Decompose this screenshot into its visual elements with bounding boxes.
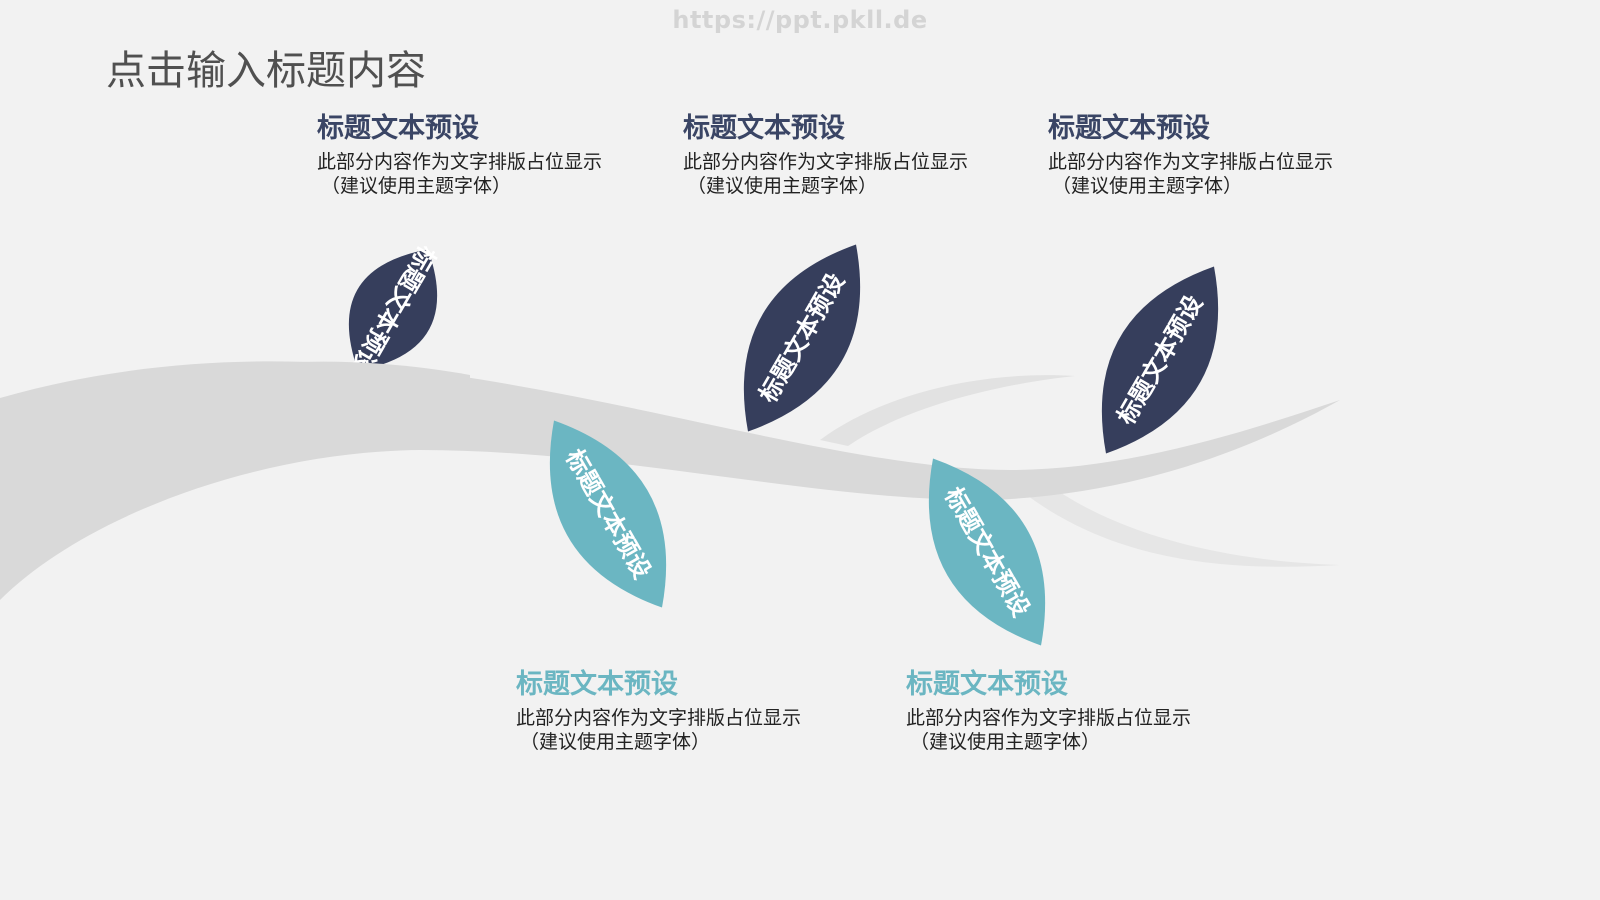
text-block-body: 此部分内容作为文字排版占位显示 （建议使用主题字体） xyxy=(516,706,816,754)
text-block-body-line: 此部分内容作为文字排版占位显示 xyxy=(516,707,802,729)
text-block-heading: 标题文本预设 xyxy=(317,113,479,144)
text-block-2[interactable]: 标题文本预设 此部分内容作为文字排版占位显示 （建议使用主题字体） xyxy=(516,668,816,754)
text-block-body: 此部分内容作为文字排版占位显示 （建议使用主题字体） xyxy=(317,150,617,198)
branch-overlap xyxy=(300,361,470,395)
leaf-2-shape xyxy=(549,420,667,608)
text-block-heading: 标题文本预设 xyxy=(906,669,1068,700)
text-block-3[interactable]: 标题文本预设 此部分内容作为文字排版占位显示 （建议使用主题字体） xyxy=(683,112,983,198)
text-block-1[interactable]: 标题文本预设 此部分内容作为文字排版占位显示 （建议使用主题字体） xyxy=(317,112,617,198)
leaf-3[interactable]: 标题文本预设 xyxy=(708,221,896,454)
text-block-5[interactable]: 标题文本预设 此部分内容作为文字排版占位显示 （建议使用主题字体） xyxy=(1048,112,1348,198)
leaf-4-shape xyxy=(928,458,1046,646)
leaf-5-shape xyxy=(1101,266,1219,454)
branch-twig-upper xyxy=(820,375,1075,446)
text-block-body: 此部分内容作为文字排版占位显示 （建议使用主题字体） xyxy=(1048,150,1348,198)
leaf-1-shape xyxy=(349,249,437,371)
text-block-note: （建议使用主题字体） xyxy=(1052,175,1243,197)
branch-main xyxy=(0,361,1340,600)
text-block-body-line: 此部分内容作为文字排版占位显示 xyxy=(683,151,969,173)
text-block-note: （建议使用主题字体） xyxy=(321,175,512,197)
text-block-heading: 标题文本预设 xyxy=(683,113,845,144)
text-block-4[interactable]: 标题文本预设 此部分内容作为文字排版占位显示 （建议使用主题字体） xyxy=(906,668,1206,754)
text-block-body-line: 此部分内容作为文字排版占位显示 xyxy=(317,151,603,173)
text-block-body: 此部分内容作为文字排版占位显示 （建议使用主题字体） xyxy=(683,150,983,198)
page-title[interactable]: 点击输入标题内容 xyxy=(106,48,426,94)
text-block-note: （建议使用主题字体） xyxy=(520,731,711,753)
leaf-3-shape xyxy=(743,244,861,432)
watermark-url: https://ppt.pkll.de xyxy=(672,6,928,34)
text-block-body-line: 此部分内容作为文字排版占位显示 xyxy=(1048,151,1334,173)
text-block-note: （建议使用主题字体） xyxy=(687,175,878,197)
text-block-heading: 标题文本预设 xyxy=(1048,113,1210,144)
text-block-note: （建议使用主题字体） xyxy=(910,731,1101,753)
text-block-body-line: 此部分内容作为文字排版占位显示 xyxy=(906,707,1192,729)
text-block-body: 此部分内容作为文字排版占位显示 （建议使用主题字体） xyxy=(906,706,1206,754)
text-block-heading: 标题文本预设 xyxy=(516,669,678,700)
